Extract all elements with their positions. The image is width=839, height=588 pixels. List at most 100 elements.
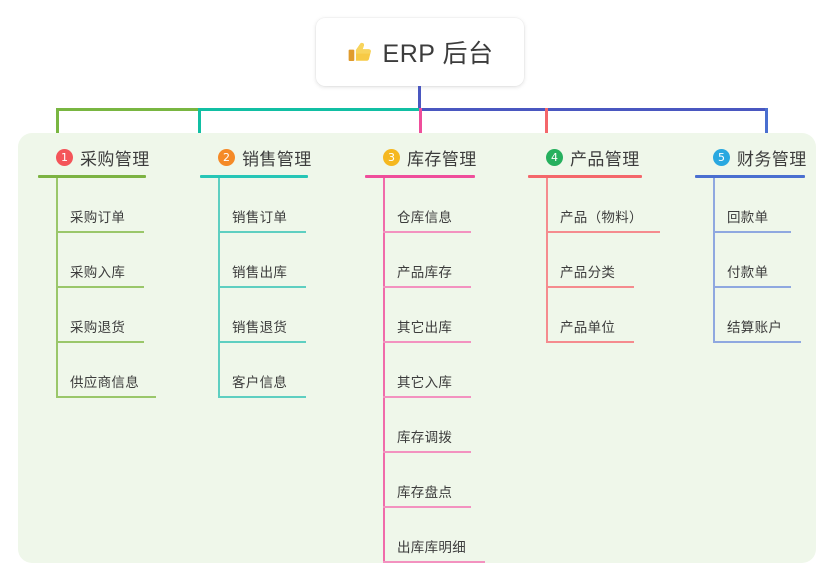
branch-4-underline (528, 175, 642, 178)
connector-bar-teal (198, 108, 420, 111)
leaf-underline (546, 286, 634, 288)
leaf-item[interactable]: 回款单 (713, 178, 839, 233)
connector-root-stem (418, 86, 421, 110)
branch-3-underline (365, 175, 475, 178)
leaf-label: 销售退货 (232, 320, 288, 335)
branch-5-underline (695, 175, 805, 178)
connector-drop-4 (545, 108, 548, 147)
branch-3-badge: 3 (383, 148, 400, 166)
branch-2-badge: 2 (218, 148, 235, 166)
leaf-label: 出库库明细 (397, 540, 466, 555)
branch-2-underline (200, 175, 308, 178)
leaf-underline (383, 506, 471, 508)
leaf-underline (56, 341, 144, 343)
branch-5-leaves: 回款单 付款单 结算账户 (695, 178, 839, 343)
branch-4[interactable]: 4 产品管理 产品（物料） 产品分类 产品单位 (528, 145, 688, 343)
leaf-item[interactable]: 库存调拨 (383, 398, 515, 453)
leaf-underline (383, 231, 471, 233)
branch-3-rail (383, 178, 385, 562)
leaf-label: 采购退货 (70, 320, 126, 335)
branch-2-header[interactable]: 2 销售管理 (200, 145, 345, 169)
leaf-item[interactable]: 客户信息 (218, 343, 345, 398)
branch-3-leaves: 仓库信息 产品库存 其它出库 其它入库 库存调拨 库存盘点 出库库明细 (365, 178, 515, 563)
branch-4-leaves: 产品（物料） 产品分类 产品单位 (528, 178, 688, 343)
leaf-item[interactable]: 采购订单 (56, 178, 183, 233)
leaf-item[interactable]: 产品单位 (546, 288, 688, 343)
leaf-item[interactable]: 采购入库 (56, 233, 183, 288)
leaf-underline (218, 396, 306, 398)
leaf-label: 回款单 (727, 210, 769, 225)
leaf-underline (56, 286, 144, 288)
leaf-label: 采购订单 (70, 210, 126, 225)
connector-drop-3 (419, 108, 422, 147)
leaf-item[interactable]: 其它入库 (383, 343, 515, 398)
leaf-item[interactable]: 其它出库 (383, 288, 515, 343)
leaf-label: 仓库信息 (397, 210, 453, 225)
leaf-label: 产品单位 (560, 320, 616, 335)
leaf-label: 采购入库 (70, 265, 126, 280)
leaf-underline (546, 341, 634, 343)
branch-4-header[interactable]: 4 产品管理 (528, 145, 688, 169)
branch-4-rail (546, 178, 548, 342)
branch-5-title: 财务管理 (737, 149, 807, 169)
leaf-underline (218, 286, 306, 288)
root-node[interactable]: ERP 后台 (316, 18, 524, 86)
branch-3[interactable]: 3 库存管理 仓库信息 产品库存 其它出库 其它入库 库存调拨 库存盘点 (365, 145, 515, 563)
leaf-item[interactable]: 库存盘点 (383, 453, 515, 508)
leaf-item[interactable]: 产品分类 (546, 233, 688, 288)
leaf-label: 库存调拨 (397, 430, 453, 445)
leaf-underline (713, 231, 791, 233)
leaf-underline (383, 561, 485, 563)
leaf-item[interactable]: 仓库信息 (383, 178, 515, 233)
leaf-label: 产品分类 (560, 265, 616, 280)
leaf-underline (713, 286, 791, 288)
leaf-underline (56, 396, 156, 398)
branch-1[interactable]: 1 采购管理 采购订单 采购入库 采购退货 供应商信息 (38, 145, 183, 398)
leaf-label: 库存盘点 (397, 485, 453, 500)
leaf-underline (218, 231, 306, 233)
leaf-label: 产品（物料） (560, 210, 643, 225)
connector-drop-5 (765, 108, 768, 147)
branch-5[interactable]: 5 财务管理 回款单 付款单 结算账户 (695, 145, 839, 343)
leaf-label: 其它入库 (397, 375, 453, 390)
leaf-label: 客户信息 (232, 375, 288, 390)
branch-5-badge: 5 (713, 148, 730, 166)
branch-2-leaves: 销售订单 销售出库 销售退货 客户信息 (200, 178, 345, 398)
leaf-underline (383, 286, 471, 288)
leaf-item[interactable]: 结算账户 (713, 288, 839, 343)
leaf-item[interactable]: 销售订单 (218, 178, 345, 233)
leaf-label: 付款单 (727, 265, 769, 280)
leaf-item[interactable]: 出库库明细 (383, 508, 515, 563)
leaf-underline (383, 341, 471, 343)
leaf-item[interactable]: 采购退货 (56, 288, 183, 343)
leaf-underline (546, 231, 660, 233)
branch-1-badge: 1 (56, 148, 73, 166)
leaf-label: 结算账户 (727, 320, 783, 335)
branch-4-title: 产品管理 (570, 149, 640, 169)
leaf-item[interactable]: 销售出库 (218, 233, 345, 288)
leaf-item[interactable]: 产品（物料） (546, 178, 688, 233)
diagram-panel (18, 133, 816, 563)
branch-5-header[interactable]: 5 财务管理 (695, 145, 839, 169)
connector-bar-green (56, 108, 199, 111)
leaf-underline (56, 231, 144, 233)
leaf-label: 产品库存 (397, 265, 453, 280)
connector-drop-2 (198, 108, 201, 147)
leaf-underline (218, 341, 306, 343)
branch-3-header[interactable]: 3 库存管理 (365, 145, 515, 169)
leaf-label: 销售出库 (232, 265, 288, 280)
leaf-label: 供应商信息 (70, 375, 139, 390)
branch-2[interactable]: 2 销售管理 销售订单 销售出库 销售退货 客户信息 (200, 145, 345, 398)
leaf-underline (383, 451, 471, 453)
branch-1-header[interactable]: 1 采购管理 (38, 145, 183, 169)
leaf-item[interactable]: 付款单 (713, 233, 839, 288)
branch-2-title: 销售管理 (242, 149, 312, 169)
leaf-label: 销售订单 (232, 210, 288, 225)
branch-5-rail (713, 178, 715, 342)
leaf-item[interactable]: 供应商信息 (56, 343, 183, 398)
leaf-item[interactable]: 销售退货 (218, 288, 345, 343)
thumbs-up-icon (348, 42, 371, 61)
connector-bar-blue (419, 108, 768, 111)
leaf-label: 其它出库 (397, 320, 453, 335)
leaf-item[interactable]: 产品库存 (383, 233, 515, 288)
